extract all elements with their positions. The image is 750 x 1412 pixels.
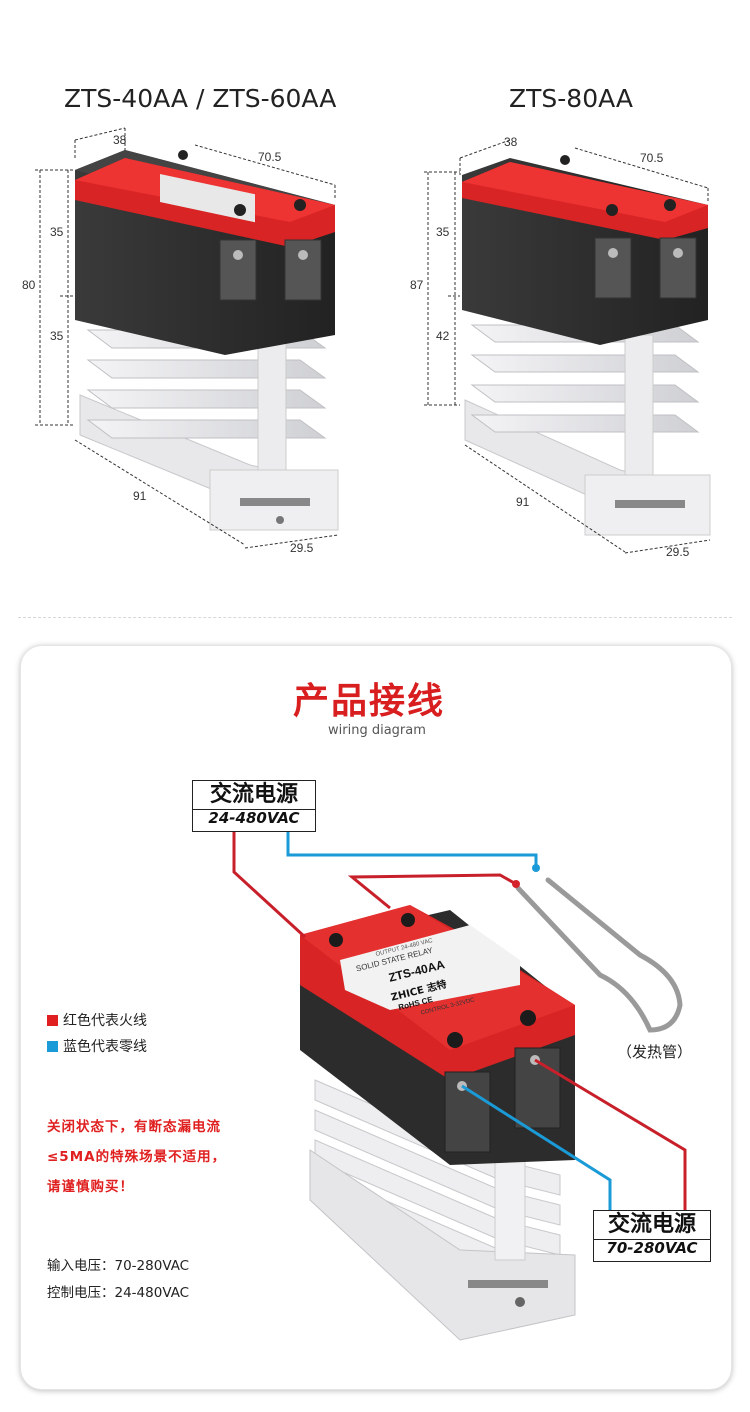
spec-input-voltage: 输入电压：70-280VAC <box>47 1258 190 1274</box>
ac-source-top-box: 交流电源 24-480VAC <box>192 780 316 832</box>
spec-list: 输入电压：70-280VAC 控制电压：24-480VAC <box>47 1253 189 1307</box>
right-dim-width: 38 <box>504 135 518 149</box>
warning-line-1: 关闭状态下，有断态漏电流 <box>47 1119 221 1135</box>
heater-label: （发热管） <box>617 1043 693 1061</box>
dimension-drawings <box>35 127 711 554</box>
ac-source-bottom-label: 交流电源 <box>607 1212 696 1237</box>
ac-source-top-voltage: 24-480VAC <box>193 809 315 827</box>
right-dim-top-h: 35 <box>436 225 450 239</box>
wiring-subheading: wiring diagram <box>328 723 426 738</box>
warning-line-3: 请谨慎购买！ <box>47 1179 134 1195</box>
left-dim-bottom-h: 35 <box>50 329 64 343</box>
left-dim-length: 91 <box>133 489 147 503</box>
legend-live-swatch <box>47 1014 58 1026</box>
right-dim-length: 91 <box>516 495 530 509</box>
left-dim-width: 38 <box>113 133 127 147</box>
left-model-title: ZTS-40AA / ZTS-60AA <box>64 84 337 113</box>
left-relay-drawing <box>75 150 339 531</box>
legend-live-label: 红色代表火线 <box>63 1013 147 1029</box>
right-dim-depth: 70.5 <box>640 151 664 165</box>
legend-neutral-label: 蓝色代表零线 <box>63 1039 147 1055</box>
legend-neutral-swatch <box>47 1040 58 1052</box>
right-dim-bottom-h: 42 <box>436 329 450 343</box>
legend-neutral: 蓝色代表零线 <box>47 1036 147 1056</box>
right-dim-base-w: 29.5 <box>666 545 690 559</box>
right-dim-total-h: 87 <box>410 278 424 292</box>
wiring-heading: 产品接线 <box>293 681 446 722</box>
spec-control-voltage: 控制电压：24-480VAC <box>47 1285 190 1301</box>
warning-line-2: ≤5MA的特殊场景不适用， <box>47 1149 227 1165</box>
legend-live: 红色代表火线 <box>47 1010 147 1030</box>
ac-source-bottom-voltage: 70-280VAC <box>594 1239 710 1257</box>
left-dim-top-h: 35 <box>50 225 64 239</box>
left-dim-base-w: 29.5 <box>290 541 314 555</box>
section-divider <box>18 617 732 618</box>
ac-source-top-label: 交流电源 <box>209 782 298 807</box>
warning-text: 关闭状态下，有断态漏电流 ≤5MA的特殊场景不适用， 请谨慎购买！ <box>47 1112 226 1202</box>
ac-source-bottom-box: 交流电源 70-280VAC <box>593 1210 711 1262</box>
right-model-title: ZTS-80AA <box>509 84 633 113</box>
left-dim-total-h: 80 <box>22 278 36 292</box>
left-dim-depth: 70.5 <box>258 150 282 164</box>
right-relay-drawing <box>462 155 711 536</box>
